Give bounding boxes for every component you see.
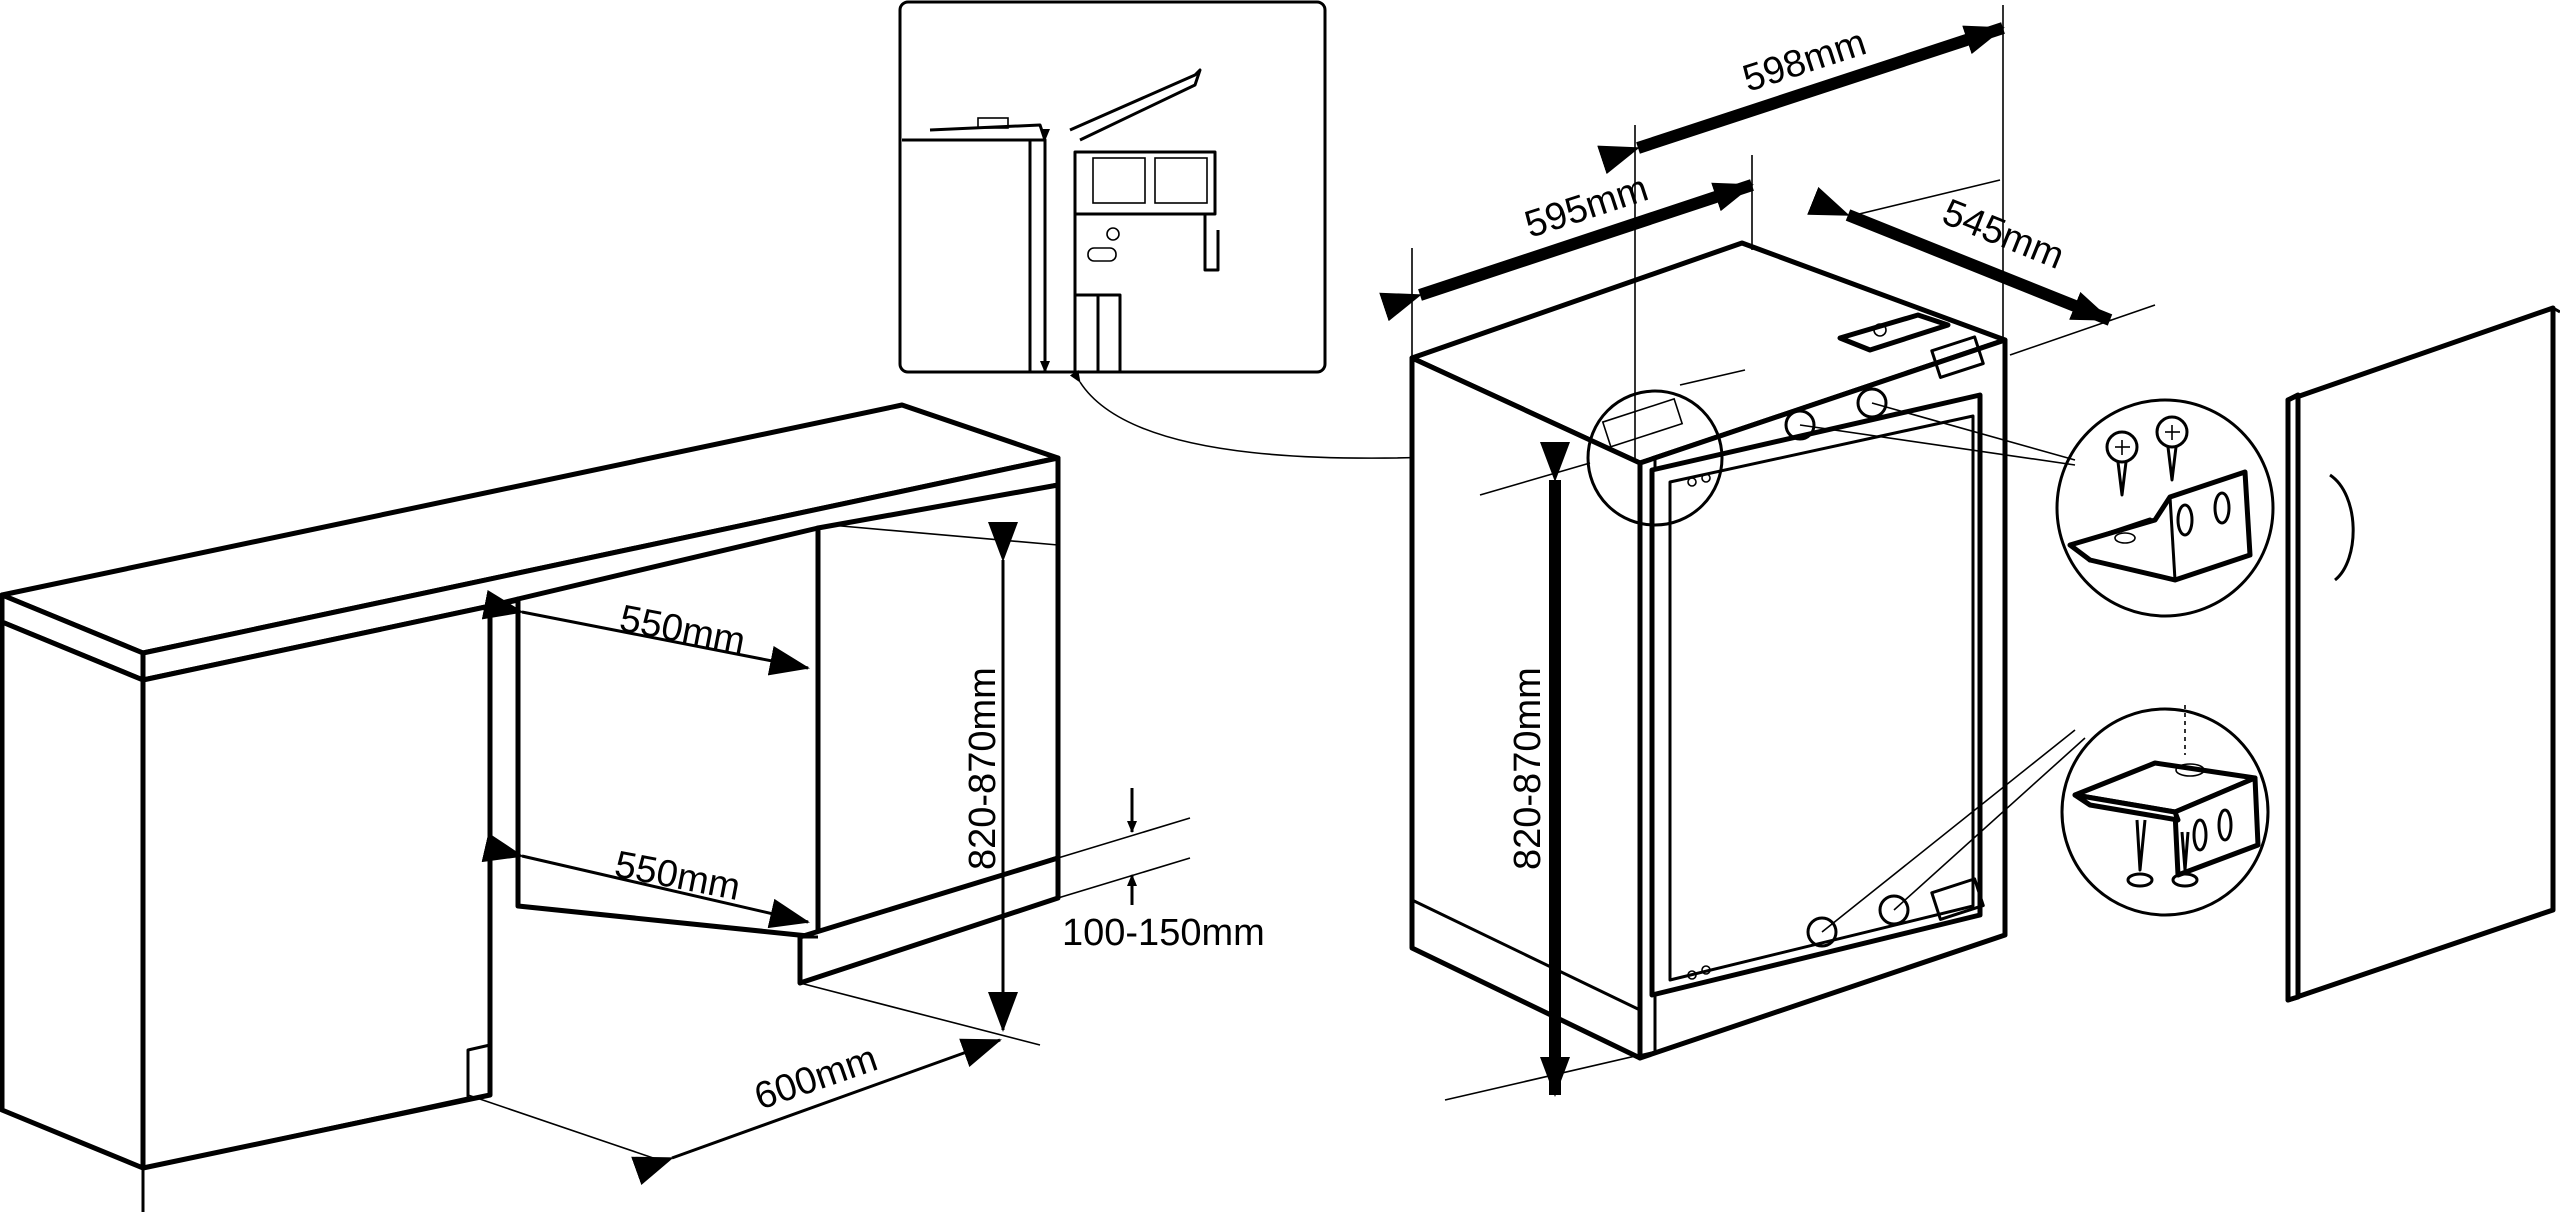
hardware-top [2055, 398, 2275, 618]
detail-inset [898, 0, 1327, 374]
hardware-bottom [2060, 705, 2270, 917]
hardware-leaders [1799, 402, 2086, 933]
dim-820-870-right: 820-870mm [1507, 667, 1549, 870]
left-cabinet [0, 402, 1061, 1212]
door-panel [2285, 305, 2560, 1003]
dim-100-150: 100-150mm [1062, 912, 1265, 954]
dim-820-870-left: 820-870mm [962, 667, 1004, 870]
appliance [1409, 240, 2008, 1061]
